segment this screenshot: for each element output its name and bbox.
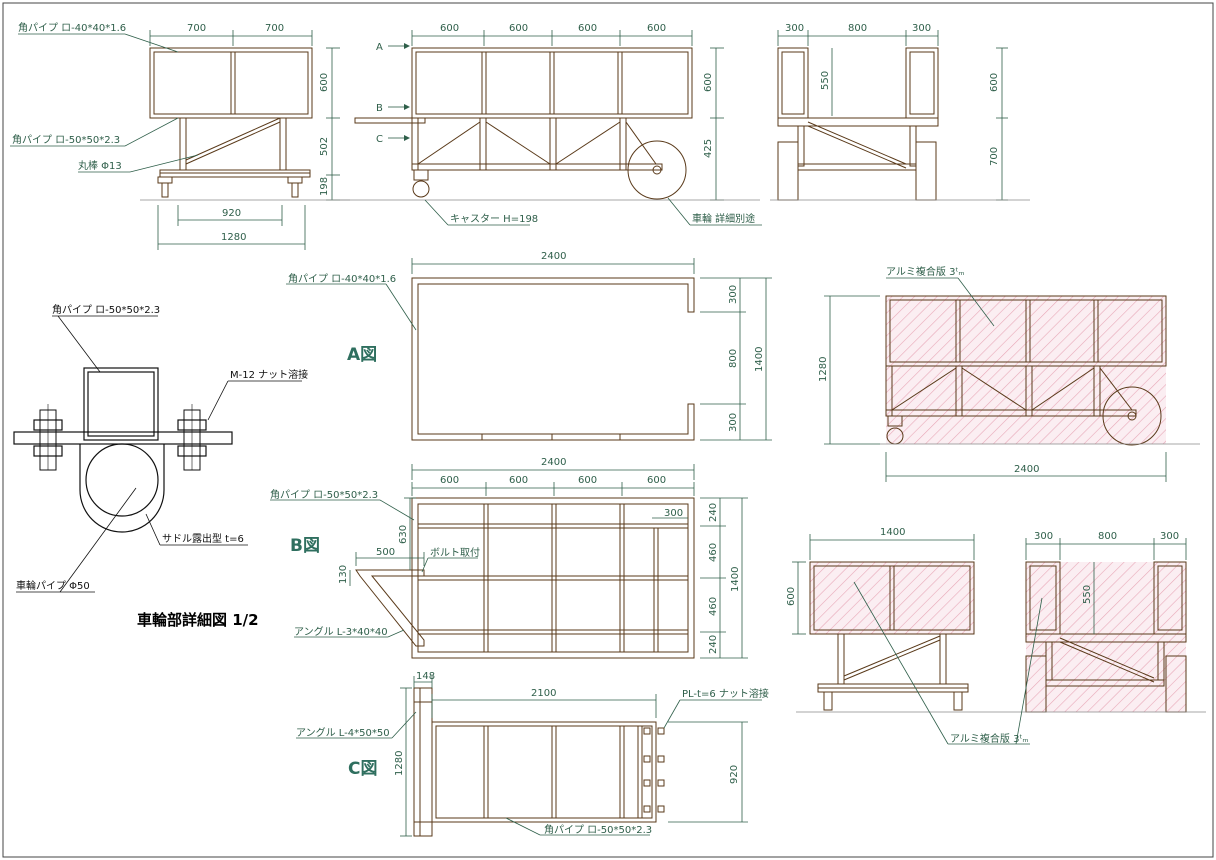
dim-240-b1: 240 — [708, 503, 719, 522]
dim-920-end: 920 — [222, 208, 241, 219]
leaders-saddle — [16, 315, 302, 593]
arrow-b: B — [376, 103, 383, 114]
label-angle-40: アングル L-3*40*40 — [294, 625, 388, 638]
view-label-b: B図 — [290, 536, 320, 556]
label-angle-50: アングル L-4*50*50 — [296, 726, 390, 739]
end-elevation-dims — [140, 30, 350, 250]
dim-600-end: 600 — [319, 73, 330, 92]
dim-2400-a: 2400 — [541, 251, 566, 262]
view-b-plan — [355, 497, 695, 659]
dim-300-e1: 300 — [785, 23, 804, 34]
dim-1400-b: 1400 — [730, 567, 741, 592]
dim-425: 425 — [703, 139, 714, 158]
label-sq-pipe-50-top: 角パイプ ロ-50*50*2.3 — [12, 134, 120, 146]
panel-end-view-2 — [1025, 561, 1187, 713]
label-alu-panel-bottom: アルミ複合版 3ᵗₘ — [950, 732, 1029, 745]
dim-502: 502 — [319, 137, 330, 156]
dim-460-b1: 460 — [708, 543, 719, 562]
leaders-side — [424, 197, 762, 226]
dim-600-b3: 600 — [578, 475, 597, 486]
panel-side-view — [885, 295, 1167, 446]
dim-500: 500 — [376, 547, 395, 558]
dim-920-c: 920 — [729, 765, 740, 784]
view-b-dims — [270, 464, 748, 659]
label-nut-m12: M-12 ナット溶接 — [230, 368, 308, 381]
dim-600-s1: 600 — [440, 23, 459, 34]
dim-800-e: 800 — [848, 23, 867, 34]
dim-2400-b: 2400 — [541, 457, 566, 468]
dim-1280-end: 1280 — [221, 232, 246, 243]
dim-800-a: 800 — [728, 349, 739, 368]
dim-300-b: 300 — [664, 508, 683, 519]
panel-end-dims — [792, 534, 1206, 745]
dim-600-panel: 600 — [786, 587, 797, 606]
dim-700-right: 700 — [265, 23, 284, 34]
saddle-detail — [13, 367, 233, 533]
side-elevation-view — [354, 47, 693, 200]
dim-300-a2: 300 — [728, 413, 739, 432]
view-label-a: A図 — [347, 345, 377, 365]
dim-198: 198 — [319, 177, 330, 196]
view-c-dims — [296, 676, 762, 837]
dim-130: 130 — [338, 565, 349, 584]
dim-600-s4: 600 — [647, 23, 666, 34]
dim-2100: 2100 — [531, 688, 556, 699]
dim-1400-panel: 1400 — [880, 527, 905, 538]
dim-460-b2: 460 — [708, 597, 719, 616]
dim-550-e: 550 — [820, 71, 831, 90]
dim-600-e: 600 — [989, 73, 1000, 92]
dim-600-side: 600 — [703, 73, 714, 92]
dim-630: 630 — [398, 525, 409, 544]
label-sq-pipe-50-saddle: 角パイプ ロ-50*50*2.3 — [52, 304, 160, 316]
label-round-bar: 丸棒 Φ13 — [78, 159, 122, 172]
label-wheel: 車輪 詳細別途 — [692, 212, 755, 225]
view-c-plan — [413, 687, 665, 837]
dim-700-left: 700 — [187, 23, 206, 34]
dim-1280-panel: 1280 — [818, 357, 829, 382]
label-sq-pipe-50-c: 角パイプ ロ-50*50*2.3 — [544, 824, 652, 836]
label-saddle: サドル露出型 t=6 — [162, 532, 244, 545]
panel-end-view-1 — [809, 561, 975, 711]
label-plate: PL-t=6 ナット溶接 — [682, 687, 769, 700]
leaders-top-left — [10, 33, 199, 173]
drawing-title: 車輪部詳細図 1/2 — [137, 611, 259, 629]
end-view-right — [777, 47, 939, 201]
dim-2400-panel: 2400 — [1014, 464, 1039, 475]
end-elevation-view — [149, 47, 313, 198]
label-caster: キャスター H=198 — [450, 213, 538, 225]
dim-1400-a: 1400 — [754, 347, 765, 372]
panel-side-dims — [824, 277, 1200, 482]
end-view-right-dims — [770, 30, 1030, 201]
dim-600-b1: 600 — [440, 475, 459, 486]
dim-300-p1: 300 — [1034, 531, 1053, 542]
view-a-plan — [411, 277, 695, 441]
dim-300-e2: 300 — [912, 23, 931, 34]
dim-600-b2: 600 — [509, 475, 528, 486]
label-bolt: ボルト取付 — [430, 546, 480, 559]
dim-148: 148 — [416, 671, 435, 682]
arrow-a: A — [376, 42, 383, 53]
dim-1280-c: 1280 — [394, 751, 405, 776]
dim-600-s3: 600 — [578, 23, 597, 34]
dim-240-b2: 240 — [708, 635, 719, 654]
dim-300-a1: 300 — [728, 285, 739, 304]
label-sq-pipe-50-b: 角パイプ ロ-50*50*2.3 — [270, 489, 378, 501]
dim-300-p2: 300 — [1160, 531, 1179, 542]
dim-600-s2: 600 — [509, 23, 528, 34]
view-a-dims — [286, 258, 772, 441]
dim-550-p: 550 — [1082, 585, 1093, 604]
label-alu-panel-top: アルミ複合版 3ᵗₘ — [886, 265, 965, 278]
arrow-c: C — [376, 134, 383, 145]
dim-600-b4: 600 — [647, 475, 666, 486]
dim-800-p: 800 — [1098, 531, 1117, 542]
dim-700-e: 700 — [989, 147, 1000, 166]
label-sq-pipe-40-a: 角パイプ ロ-40*40*1.6 — [288, 273, 396, 285]
label-wheel-pipe: 車輪パイプ Φ50 — [16, 579, 90, 592]
side-elevation-dims — [340, 30, 760, 201]
label-sq-pipe-40-top: 角パイプ ロ-40*40*1.6 — [18, 22, 126, 34]
view-label-c: C図 — [348, 759, 377, 779]
